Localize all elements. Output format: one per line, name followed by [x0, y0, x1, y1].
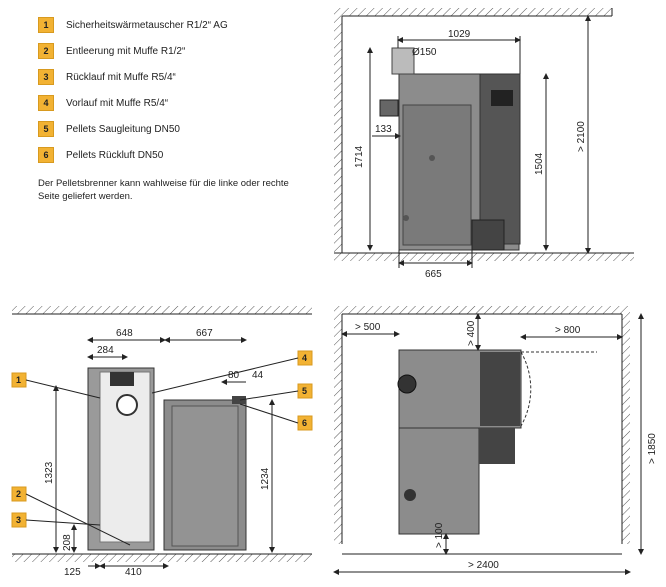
dim-1850: > 1850 — [647, 433, 658, 464]
dim-1504: 1504 — [534, 152, 545, 175]
legend-item: 5 Pellets Saugleitung DN50 — [38, 116, 338, 142]
dim-667: 667 — [196, 328, 213, 339]
legend-item: 6 Pellets Rückluft DN50 — [38, 142, 338, 168]
store-top — [398, 427, 480, 535]
control-panel — [491, 90, 513, 106]
svg-text:4: 4 — [302, 353, 307, 363]
dim-100: > 100 — [434, 522, 445, 548]
legend-badge: 4 — [38, 95, 54, 111]
legend-badge: 5 — [38, 121, 54, 137]
dim-2400: > 2400 — [468, 560, 499, 571]
boiler-door — [402, 104, 472, 246]
ash-box — [471, 219, 505, 251]
callout-1: 1 — [11, 372, 101, 399]
callout-5: 5 — [239, 383, 313, 401]
legend-text: Entleerung mit Muffe R1/2“ — [66, 45, 186, 57]
dim-1234: 1234 — [260, 467, 271, 490]
side-view: 1029 Ø150 133 1714 1504 > 2100 665 — [334, 8, 634, 280]
dim-665: 665 — [425, 269, 442, 280]
svg-text:1: 1 — [16, 375, 21, 385]
pipe-connector — [379, 99, 399, 117]
door-swing — [520, 351, 532, 427]
wall-left — [334, 8, 342, 253]
dim-500: > 500 — [355, 322, 381, 333]
svg-text:2: 2 — [16, 489, 21, 499]
front-view: 648 667 284 80 44 1323 1234 208 125 410 … — [11, 306, 313, 578]
legend-text: Vorlauf mit Muffe R5/4“ — [66, 97, 169, 109]
floor — [334, 253, 634, 261]
legend-text: Pellets Rückluft DN50 — [66, 149, 164, 161]
legend-text: Sicherheitswärmetauscher R1/2“ AG — [66, 19, 228, 31]
legend-badge: 3 — [38, 69, 54, 85]
callout-6: 6 — [239, 403, 313, 431]
legend-badge: 6 — [38, 147, 54, 163]
flue-pipe — [391, 47, 415, 75]
legend: 1 Sicherheitswärmetauscher R1/2“ AG 2 En… — [38, 12, 338, 168]
legend-item: 2 Entleerung mit Muffe R1/2“ — [38, 38, 338, 64]
legend-item: 3 Rücklauf mit Muffe R5/4“ — [38, 64, 338, 90]
dim-2100: > 2100 — [576, 121, 587, 152]
ceiling — [12, 306, 312, 314]
dim-800: > 800 — [555, 325, 581, 336]
legend-item: 1 Sicherheitswärmetauscher R1/2“ AG — [38, 12, 338, 38]
dim-400: > 400 — [466, 320, 477, 346]
callout-3: 3 — [11, 512, 101, 528]
ceiling — [342, 8, 612, 16]
dim-80: 80 — [228, 370, 240, 381]
dim-1029: 1029 — [448, 29, 471, 40]
svg-text:3: 3 — [16, 515, 21, 525]
dim-125: 125 — [64, 567, 81, 578]
legend-item: 4 Vorlauf mit Muffe R5/4“ — [38, 90, 338, 116]
dim-648: 648 — [116, 328, 133, 339]
legend-text: Rücklauf mit Muffe R5/4“ — [66, 71, 176, 83]
legend-text: Pellets Saugleitung DN50 — [66, 123, 180, 135]
dim-44: 44 — [252, 370, 264, 381]
callout-2: 2 — [11, 486, 131, 546]
legend-badge: 1 — [38, 17, 54, 33]
dim-1714: 1714 — [354, 145, 365, 168]
dim-410: 410 — [125, 567, 142, 578]
burner-note: Der Pelletsbrenner kann wahlweise für di… — [38, 178, 289, 202]
dim-flue: Ø150 — [412, 47, 437, 58]
dim-284: 284 — [97, 345, 114, 356]
callout-4: 4 — [151, 350, 313, 394]
top-view: > 500 > 400 > 800 > 100 > 1850 > 2400 — [333, 306, 658, 575]
dim-208: 208 — [62, 534, 73, 551]
dim-133: 133 — [375, 124, 392, 135]
dim-1323: 1323 — [44, 461, 55, 484]
legend-badge: 2 — [38, 43, 54, 59]
svg-text:6: 6 — [302, 418, 307, 428]
svg-text:5: 5 — [302, 386, 307, 396]
floor — [12, 554, 312, 562]
